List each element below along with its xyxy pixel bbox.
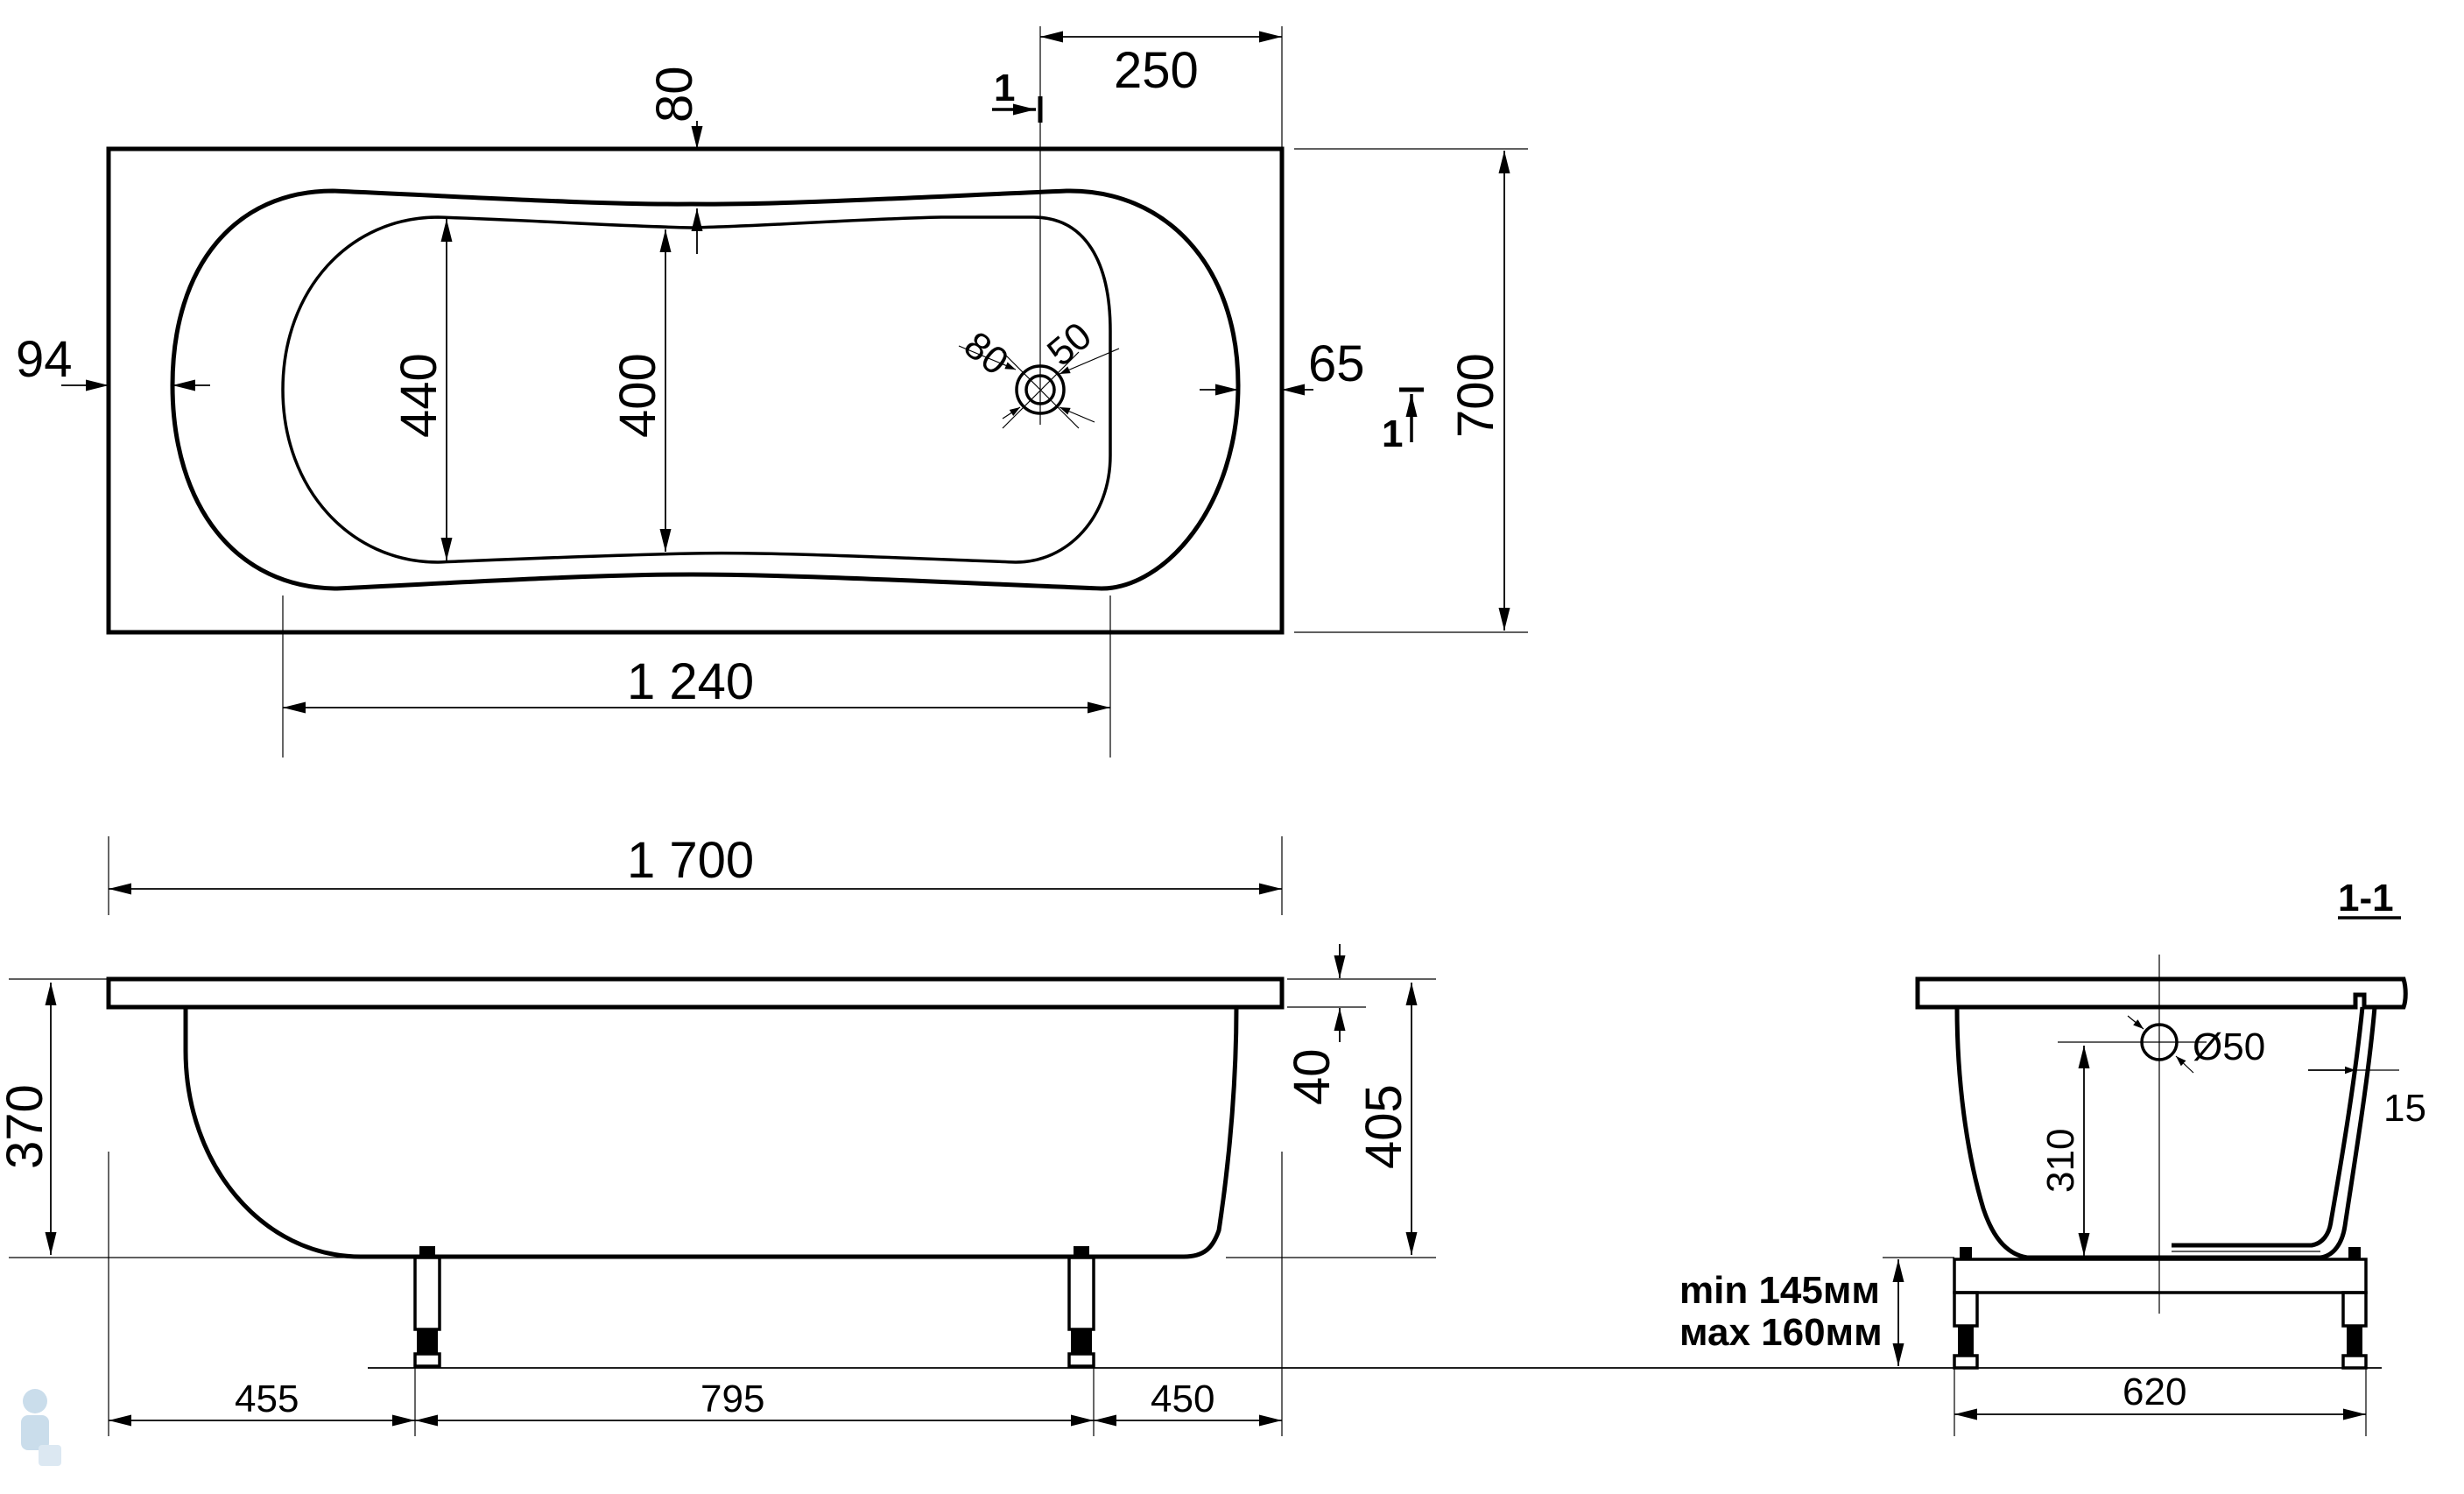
dim-rim-top: 80 — [646, 66, 703, 123]
overflow-diameter: Ø50 — [2193, 1025, 2265, 1068]
plumber-logo-icon — [21, 1389, 61, 1466]
leg-height-min: min 145мм — [1679, 1269, 1880, 1312]
leg-height-max: мах 160мм — [1679, 1311, 1883, 1354]
dim-total-height: 405 — [1355, 1084, 1412, 1169]
section-body — [1954, 1006, 2172, 1260]
dim-rim-right: 65 — [1308, 335, 1365, 392]
side-view: 1 700 370 405 — [0, 832, 2382, 1436]
top-view-outline — [106, 146, 1285, 635]
section-leg-frame — [1953, 1247, 2368, 1370]
drain-inner-diameter: 50 — [1039, 314, 1100, 375]
dim-bottom-width-middle: 400 — [609, 353, 666, 438]
bowl-bottom-contour — [281, 215, 1112, 564]
drain-symbol — [958, 26, 1120, 429]
dim-drain-offset: 250 — [1114, 42, 1199, 99]
section-wall — [2172, 1006, 2365, 1248]
dim-wall-thickness: 15 — [2383, 1087, 2426, 1130]
section-rim — [1915, 976, 2408, 1010]
drain-outer-diameter: 80 — [956, 323, 1017, 384]
dim-body-height: 370 — [0, 1084, 53, 1169]
dim-overflow-height: 310 — [2039, 1129, 2082, 1193]
section-mark-right: 1 — [1382, 412, 1403, 455]
dim-leg-left: 455 — [235, 1378, 299, 1420]
dim-width: 700 — [1447, 353, 1504, 438]
dim-overall-length: 1 240 — [627, 653, 754, 710]
section-mark-top: 1 — [994, 67, 1015, 109]
dim-leg-right: 450 — [1151, 1378, 1214, 1420]
section-view: 1-1 Ø50 310 15 — [1679, 877, 2426, 1436]
dim-rim-thickness: 40 — [1284, 1048, 1341, 1105]
dim-section-depth: 620 — [2123, 1371, 2186, 1413]
side-leg-right — [1067, 1246, 1095, 1368]
section-title: 1-1 — [2338, 877, 2394, 920]
dim-bottom-width-left: 440 — [391, 353, 447, 438]
dim-leg-span: 795 — [700, 1378, 764, 1420]
top-view: 80 50 1 250 80 440 400 94 65 1 — [16, 26, 1528, 758]
side-leg-left — [413, 1246, 441, 1368]
side-body — [183, 1006, 1239, 1259]
dim-side-length: 1 700 — [627, 832, 754, 889]
dim-rim-left: 94 — [16, 331, 73, 388]
side-rim — [106, 976, 1285, 1010]
bowl-outer-contour — [170, 188, 1241, 591]
